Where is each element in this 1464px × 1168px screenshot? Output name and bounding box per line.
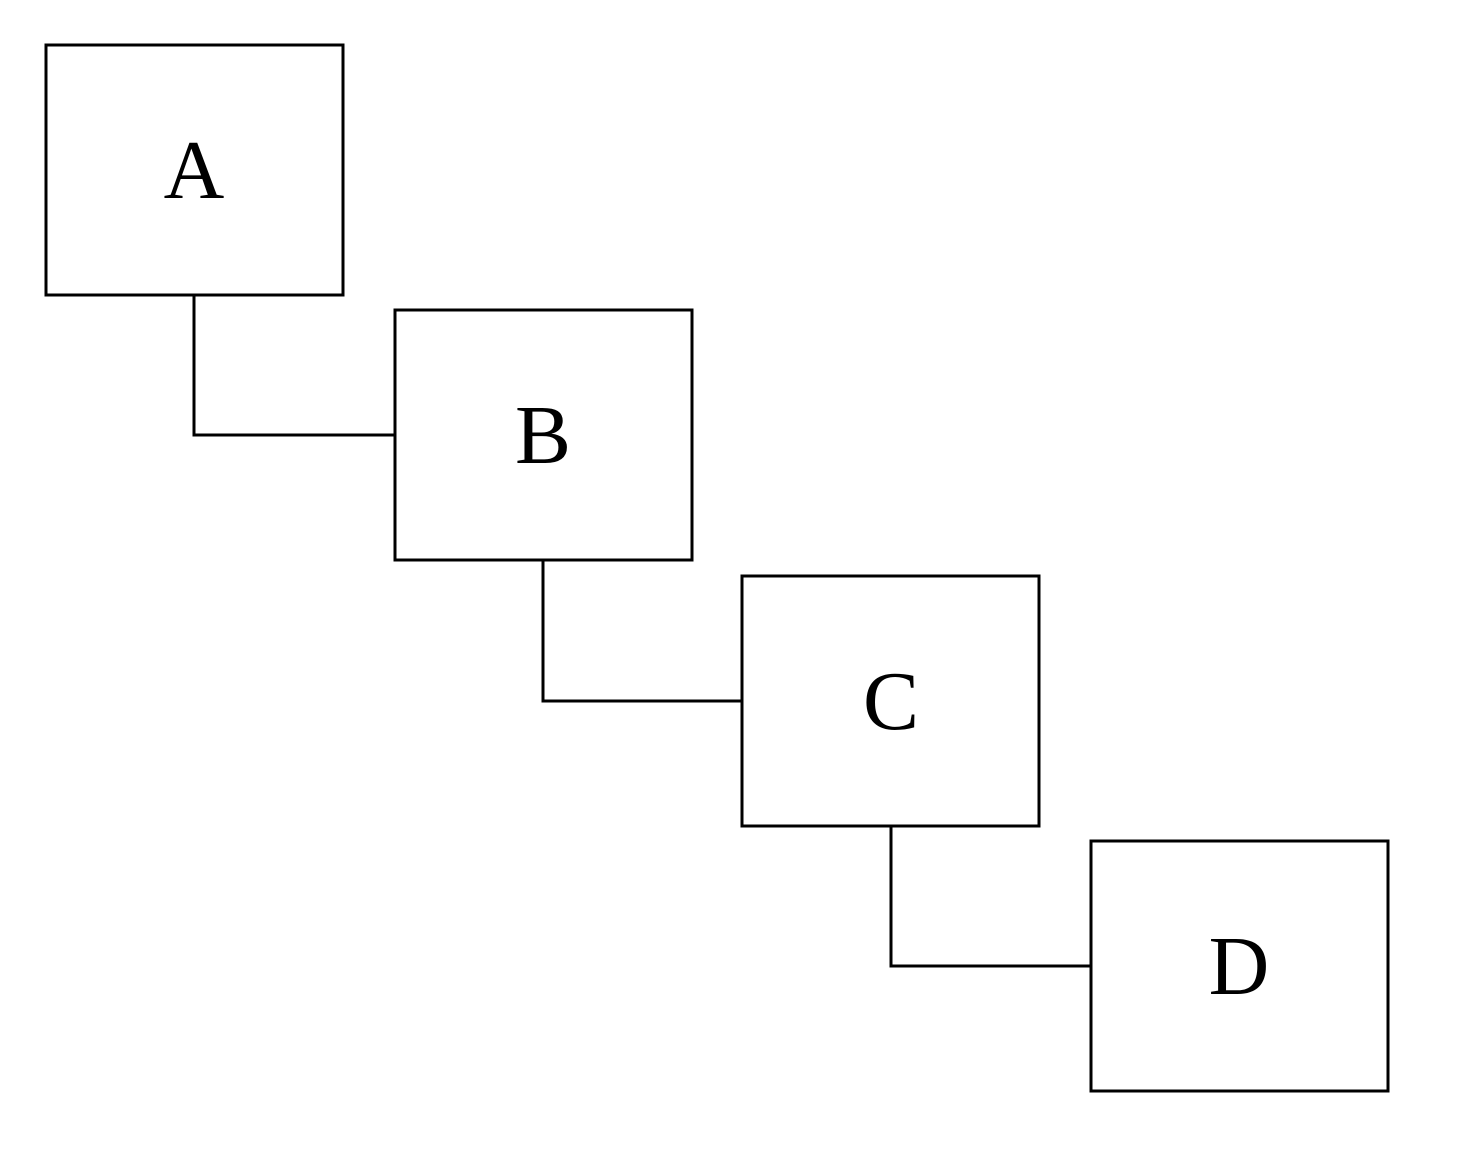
node-d-label: D xyxy=(1209,920,1270,1013)
node-a[interactable]: A xyxy=(44,43,345,297)
connector-c-d xyxy=(889,826,1091,968)
connector-b-c xyxy=(541,560,742,703)
node-a-box xyxy=(44,43,345,297)
node-b-label: B xyxy=(515,389,571,482)
node-c-box xyxy=(740,574,1041,828)
node-b[interactable]: B xyxy=(393,308,694,562)
node-c-label: C xyxy=(863,655,919,748)
node-b-box xyxy=(393,308,694,562)
node-d-box xyxy=(1089,839,1390,1093)
node-a-label: A xyxy=(164,124,225,217)
node-c[interactable]: C xyxy=(740,574,1041,828)
node-d[interactable]: D xyxy=(1089,839,1390,1093)
connector-a-b xyxy=(192,295,395,437)
